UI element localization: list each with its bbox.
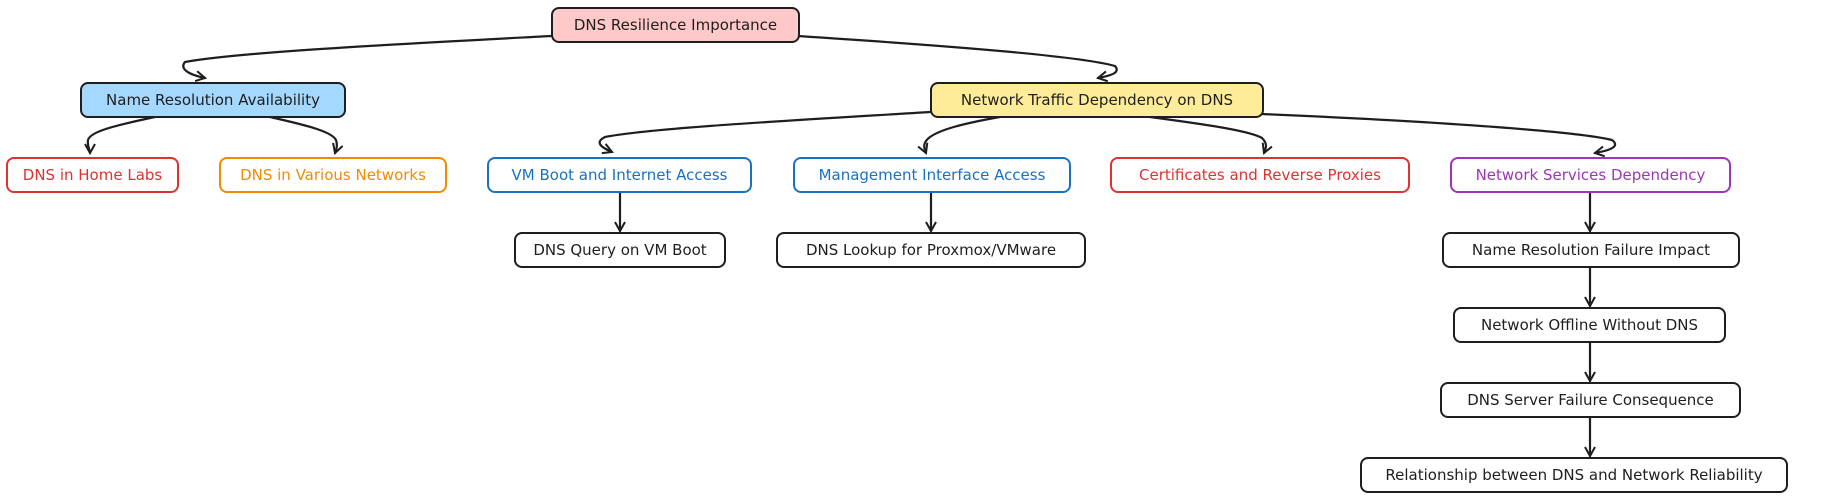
leaf-node-certificates[interactable]: Certificates and Reverse Proxies: [1110, 157, 1410, 193]
edge-root-to-network-traffic: [796, 34, 1118, 78]
leaf-node-label: Network Services Dependency: [1475, 166, 1706, 184]
detail-node-offline[interactable]: Network Offline Without DNS: [1453, 307, 1726, 343]
leaf-node-management-interface[interactable]: Management Interface Access: [793, 157, 1071, 193]
detail-node-server-failure[interactable]: DNS Server Failure Consequence: [1440, 382, 1741, 418]
leaf-node-label: VM Boot and Internet Access: [511, 166, 728, 184]
detail-node-label: DNS Query on VM Boot: [533, 241, 707, 259]
detail-node-failure-impact[interactable]: Name Resolution Failure Impact: [1442, 232, 1740, 268]
branch-node-label: Network Traffic Dependency on DNS: [960, 91, 1234, 109]
leaf-node-label: DNS in Various Networks: [240, 166, 426, 184]
leaf-node-label: Management Interface Access: [818, 166, 1046, 184]
leaf-node-vm-boot[interactable]: VM Boot and Internet Access: [487, 157, 752, 193]
edge-root-to-name-resolution: [182, 34, 553, 78]
leaf-node-network-services[interactable]: Network Services Dependency: [1450, 157, 1731, 193]
branch-node-name-resolution[interactable]: Name Resolution Availability: [80, 82, 346, 118]
detail-node-label: Relationship between DNS and Network Rel…: [1385, 466, 1763, 484]
leaf-node-various-networks[interactable]: DNS in Various Networks: [219, 157, 447, 193]
leaf-node-label: DNS in Home Labs: [22, 166, 163, 184]
edge-name-resolution-to-various-networks: [268, 115, 337, 153]
edge-network-traffic-to-vm-boot: [598, 110, 932, 152]
root-node-label: DNS Resilience Importance: [573, 16, 778, 34]
detail-node-label: Network Offline Without DNS: [1480, 316, 1699, 334]
edge-name-resolution-to-home-labs: [88, 115, 157, 153]
connectors: [88, 34, 1617, 456]
detail-node-label: Name Resolution Failure Impact: [1471, 241, 1711, 259]
branch-node-network-traffic[interactable]: Network Traffic Dependency on DNS: [930, 82, 1264, 118]
edge-network-traffic-to-certificates: [1148, 115, 1266, 153]
leaf-node-home-labs[interactable]: DNS in Home Labs: [6, 157, 179, 193]
branch-node-label: Name Resolution Availability: [106, 91, 320, 109]
edge-network-traffic-to-management: [924, 115, 1002, 153]
detail-node-label: DNS Server Failure Consequence: [1467, 391, 1714, 409]
detail-node-relationship[interactable]: Relationship between DNS and Network Rel…: [1360, 457, 1788, 493]
detail-node-label: DNS Lookup for Proxmox/VMware: [805, 241, 1057, 259]
leaf-node-label: Certificates and Reverse Proxies: [1139, 166, 1381, 184]
detail-node-dns-lookup[interactable]: DNS Lookup for Proxmox/VMware: [776, 232, 1086, 268]
root-node[interactable]: DNS Resilience Importance: [551, 7, 800, 43]
edge-network-traffic-to-network-services: [1260, 112, 1617, 153]
detail-node-dns-query[interactable]: DNS Query on VM Boot: [514, 232, 726, 268]
